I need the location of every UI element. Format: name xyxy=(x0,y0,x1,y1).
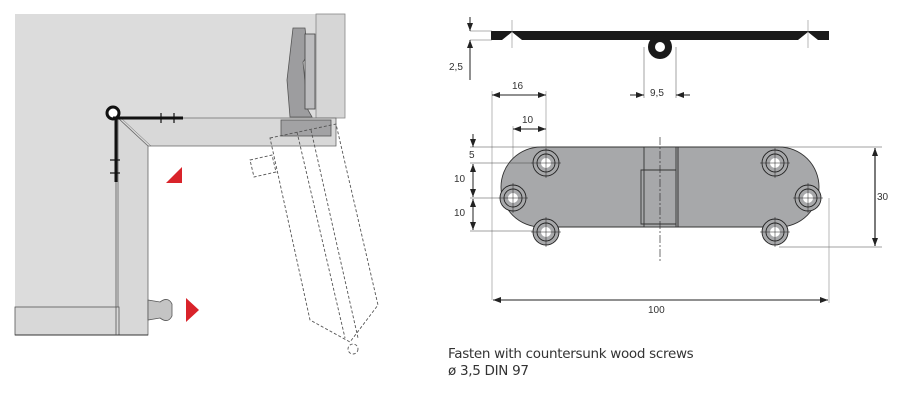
hinge-knuckle-plan xyxy=(643,146,679,228)
plan-view: 5 10 10 30 100 xyxy=(454,134,889,316)
door-knob xyxy=(147,299,173,321)
dim-hole-spacing-lower: 10 xyxy=(454,208,466,219)
screw-hole xyxy=(793,183,823,213)
screw-hole xyxy=(531,148,561,178)
screw-hole xyxy=(531,217,561,247)
open-direction-arrow-right xyxy=(186,298,199,322)
dim-hole-offset-outer: 16 xyxy=(512,81,524,92)
dim-edge-to-hole: 5 xyxy=(469,150,475,161)
dim-hole-offset-inner: 10 xyxy=(522,115,534,126)
screw-hole xyxy=(498,183,528,213)
dim-hole-spacing-upper: 10 xyxy=(454,174,466,185)
mounting-plate xyxy=(280,119,332,137)
caption-line-2: ø 3,5 DIN 97 xyxy=(448,363,529,379)
dim-height: 30 xyxy=(877,192,889,203)
flap-open-position xyxy=(249,123,379,355)
dim-thickness: 2,5 xyxy=(449,62,463,73)
fastening-caption: Fasten with countersunk wood screws ø 3,… xyxy=(448,346,694,380)
screw-hole xyxy=(760,148,790,178)
screw-holes xyxy=(498,148,823,247)
cabinet-side-panel xyxy=(315,13,346,119)
dim-length: 100 xyxy=(648,305,665,316)
open-direction-arrow-up xyxy=(166,167,182,183)
screw-hole xyxy=(760,217,790,247)
cabinet-left-panel xyxy=(15,14,118,308)
installation-view xyxy=(14,13,379,355)
dim-knuckle-diameter: 9,5 xyxy=(650,88,664,99)
bottom-shelf xyxy=(14,306,120,336)
section-view: 2,5 9,5 16 10 xyxy=(449,17,829,300)
caption-line-1: Fasten with countersunk wood screws xyxy=(448,346,694,362)
